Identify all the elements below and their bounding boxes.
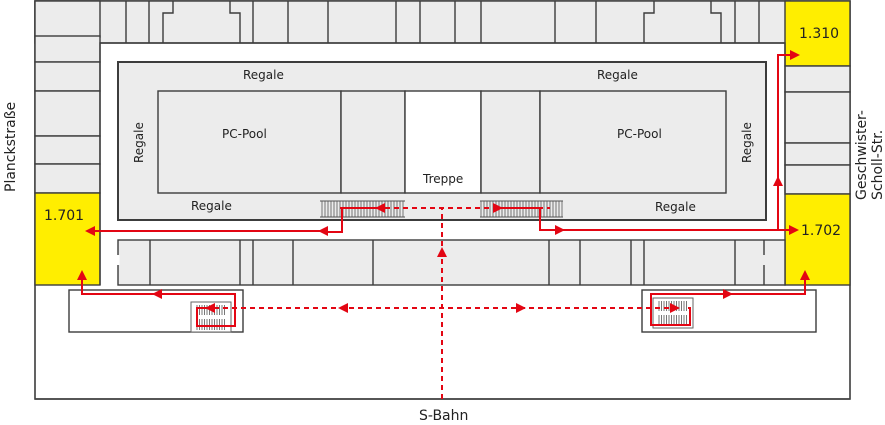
hall-room — [340, 90, 406, 194]
street-right-label-line2: Scholl-Str. — [870, 130, 885, 200]
main-hall: Regale Regale Regale Regale Regale Regal… — [117, 61, 767, 221]
route-lower-right — [650, 275, 806, 326]
stair-treads — [321, 201, 404, 217]
bottom-room-row — [116, 239, 786, 286]
route-to-1702 — [494, 207, 795, 231]
lower-right-staircase — [652, 297, 694, 329]
left-room-column: 1.701 — [34, 35, 101, 286]
stairs-label: Treppe — [422, 172, 463, 186]
arrow-icon — [152, 289, 162, 299]
top-room-row — [34, 0, 791, 44]
room — [784, 91, 851, 144]
street-left-label: Planckstraße — [3, 102, 19, 192]
arrow-icon — [800, 270, 810, 280]
wall — [162, 1, 174, 43]
arrow-icon — [516, 303, 526, 313]
hall-room — [480, 90, 541, 194]
room — [34, 0, 101, 38]
room-1701[interactable] — [34, 192, 101, 286]
room — [34, 35, 101, 63]
arrow-icon — [723, 289, 733, 299]
room — [34, 135, 101, 165]
hall-stairs-left — [320, 200, 405, 218]
right-room-column: 1.310 1.702 — [784, 0, 851, 286]
arrow-icon — [789, 225, 799, 235]
arrow-icon — [318, 226, 328, 236]
room — [784, 164, 851, 195]
pc-pool-left — [157, 90, 342, 194]
pc-pool-left-label: PC-Pool — [222, 127, 267, 141]
room-1702-label: 1.702 — [801, 223, 841, 239]
arrow-icon — [85, 226, 95, 236]
route-to-1701 — [90, 207, 390, 233]
room-1701-label: 1.701 — [44, 208, 84, 224]
arrow-icon — [338, 303, 348, 313]
arrow-icon — [773, 176, 783, 186]
room-1310-label: 1.310 — [799, 26, 839, 42]
pc-pool-right — [539, 90, 727, 194]
room-1310[interactable] — [784, 0, 851, 67]
room — [34, 61, 101, 92]
top-rooms-band — [34, 0, 791, 44]
shelves-label: Regale — [655, 200, 696, 214]
routes — [77, 50, 810, 399]
stair-treads — [196, 305, 225, 330]
room — [784, 142, 851, 166]
shelves-label: Regale — [132, 122, 146, 163]
room — [784, 65, 851, 93]
room — [34, 90, 101, 137]
shelves-label: Regale — [597, 68, 638, 82]
arrow-icon — [375, 203, 385, 213]
street-bottom-label: S-Bahn — [419, 408, 468, 424]
arrow-icon — [437, 247, 447, 257]
bottom-rooms-band — [117, 239, 786, 286]
shelves-label: Regale — [740, 122, 754, 163]
wall — [643, 1, 655, 43]
route-to-1310 — [777, 54, 795, 230]
wall — [229, 1, 241, 43]
shelves-label: Regale — [191, 199, 232, 213]
arrow-icon — [555, 225, 565, 235]
arrow-icon — [205, 303, 215, 313]
room-1702[interactable] — [784, 193, 851, 286]
pc-pool-right-label: PC-Pool — [617, 127, 662, 141]
room — [34, 163, 101, 194]
street-right-label-line1: Geschwister- — [854, 110, 870, 200]
arrow-icon — [77, 270, 87, 280]
arrow-icon — [790, 50, 800, 60]
route-lower-left — [81, 275, 236, 327]
arrow-icon — [493, 203, 503, 213]
arrow-icon — [670, 303, 680, 313]
shelves-label: Regale — [243, 68, 284, 82]
wall — [710, 1, 722, 43]
corridor-wall — [99, 42, 786, 285]
